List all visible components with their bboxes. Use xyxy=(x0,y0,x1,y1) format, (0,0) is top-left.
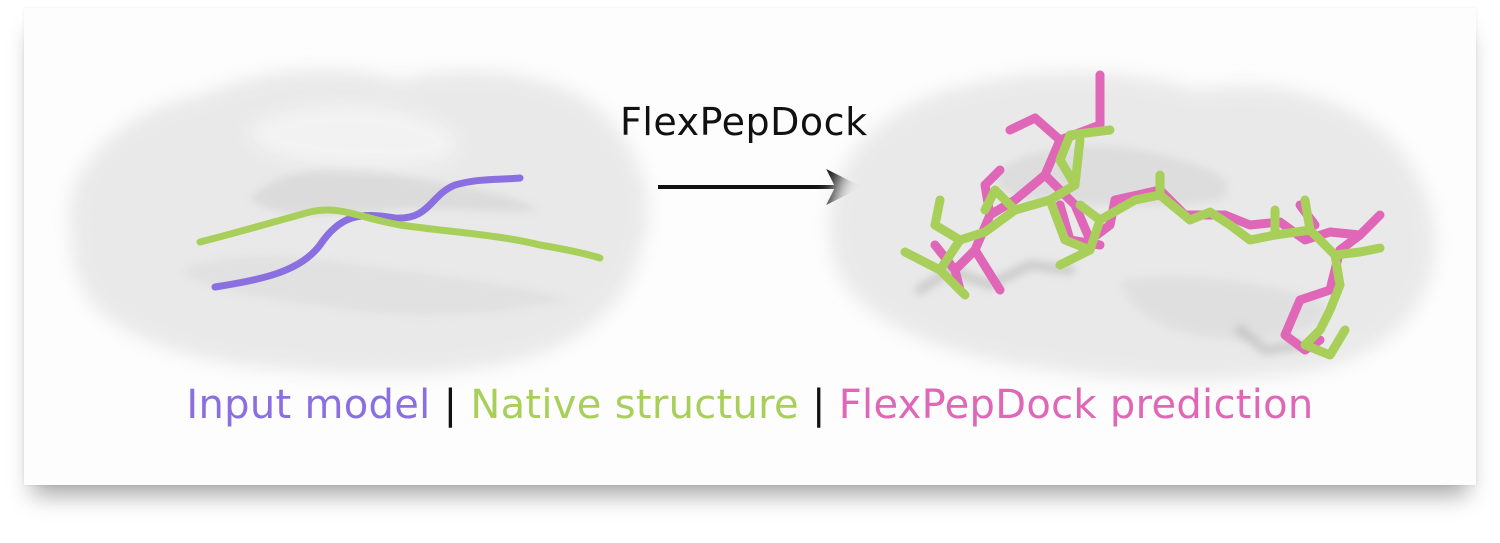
color-legend: Input model | Native structure | FlexPep… xyxy=(0,382,1500,428)
peptide-shadow xyxy=(915,260,1305,355)
right-peptides xyxy=(900,70,1385,360)
input-model-ribbon xyxy=(211,174,524,291)
legend-separator: | xyxy=(430,382,471,428)
legend-input-model: Input model xyxy=(186,382,431,428)
right-protein-surface xyxy=(828,72,1436,381)
native-sticks xyxy=(900,125,1385,360)
legend-prediction: FlexPepDock prediction xyxy=(838,382,1314,428)
left-peptides xyxy=(196,174,604,291)
native-structure-ribbon xyxy=(196,206,604,262)
legend-separator: | xyxy=(798,382,839,428)
left-protein-surface xyxy=(68,69,648,375)
legend-native-structure: Native structure xyxy=(470,382,799,428)
method-label: FlexPepDock xyxy=(620,100,868,144)
